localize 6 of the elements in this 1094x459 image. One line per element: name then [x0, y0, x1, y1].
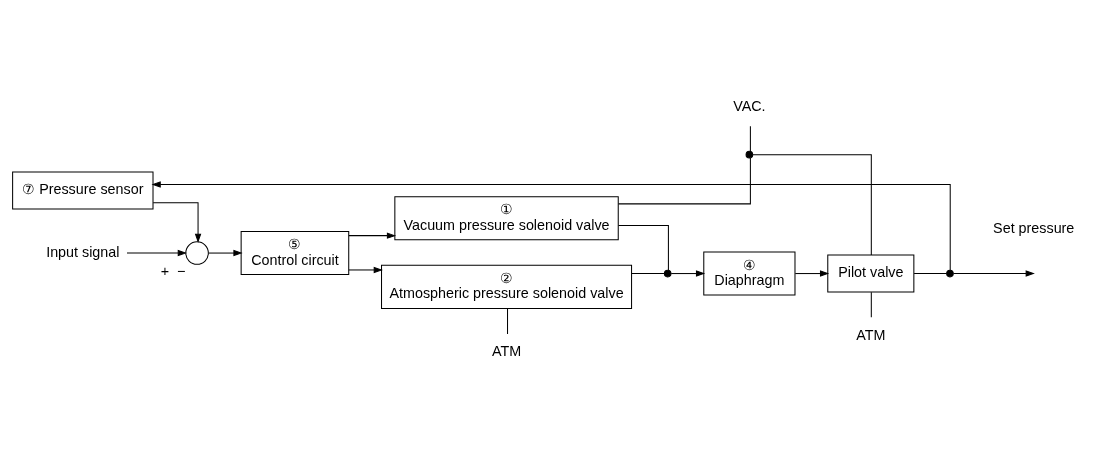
node-text: ATM — [491, 342, 522, 359]
node-text: VAC. — [733, 97, 766, 114]
node-text: Input signal — [46, 243, 120, 260]
label: Set pressure — [993, 219, 1075, 236]
node-text: ATM — [856, 326, 886, 343]
node-label: + − — [160, 262, 186, 279]
